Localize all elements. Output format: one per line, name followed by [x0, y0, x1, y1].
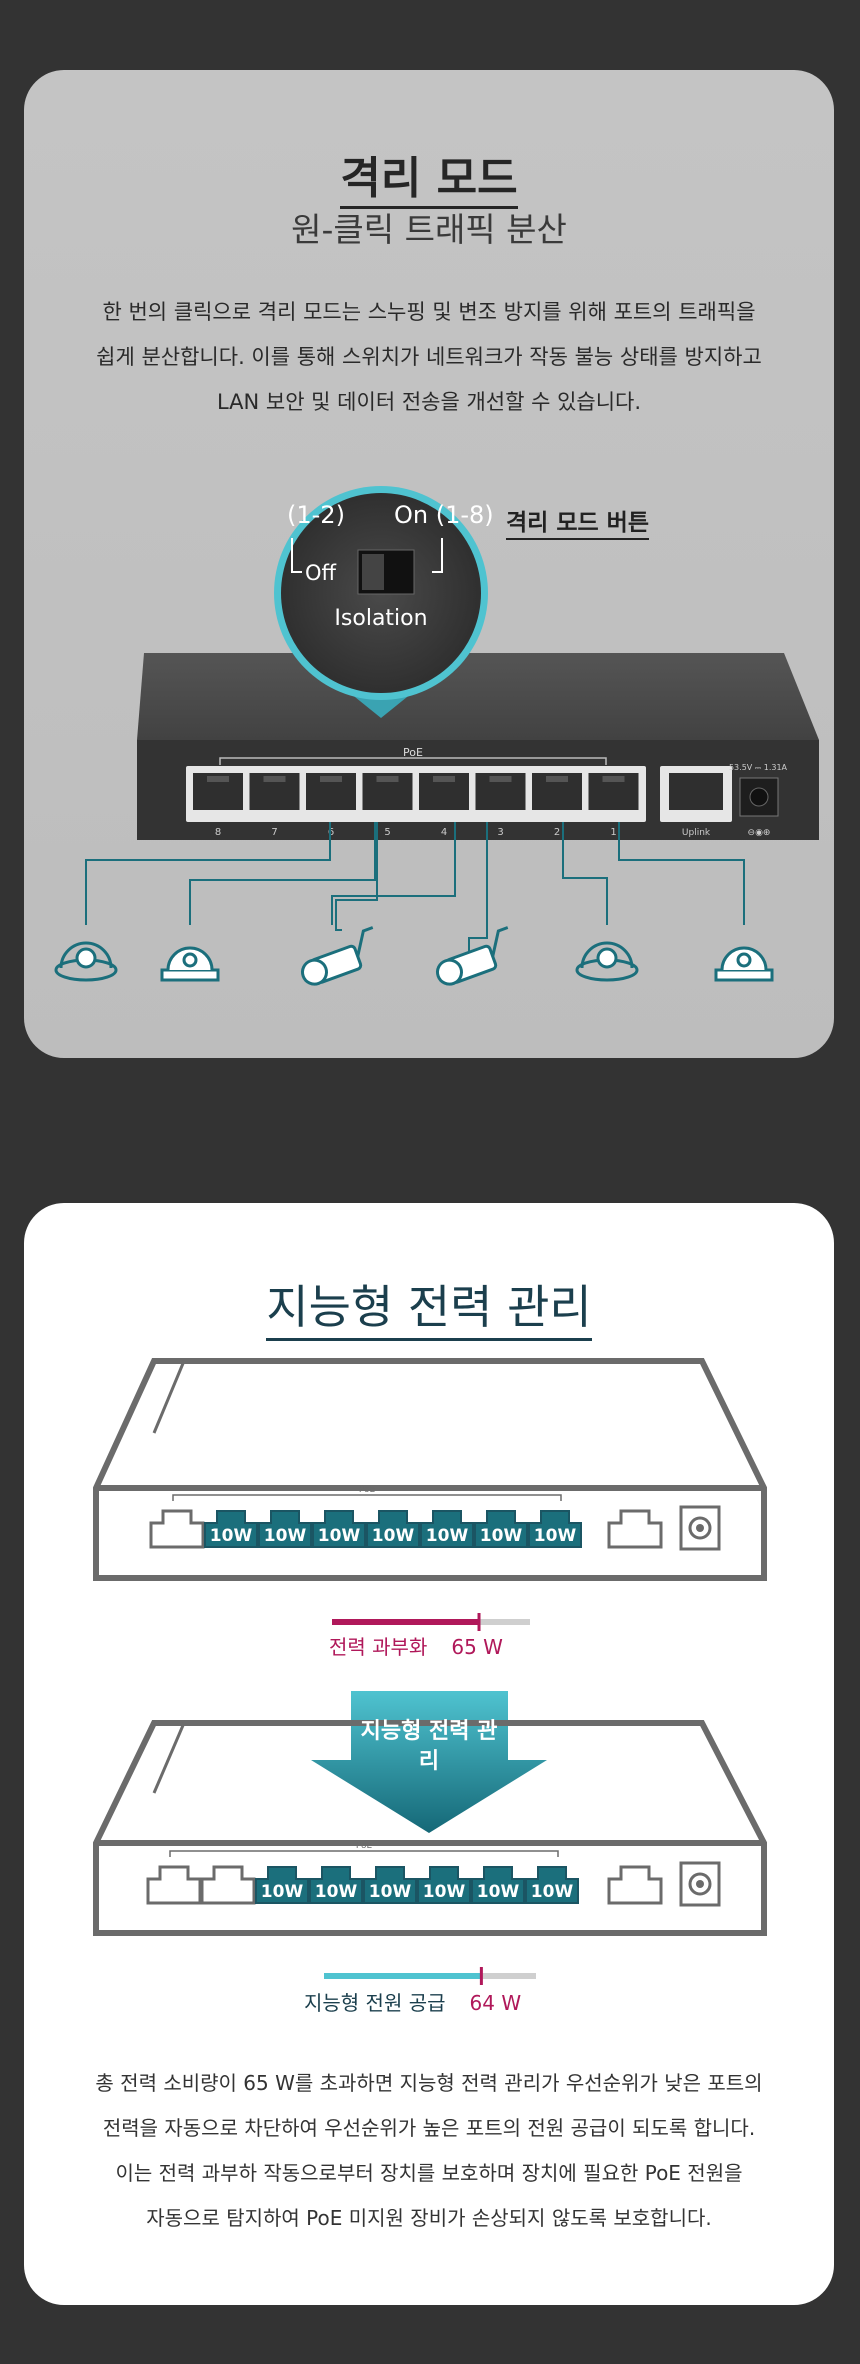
port-number: 3 — [497, 827, 503, 838]
dome-camera-icon — [160, 946, 220, 982]
switch-outline-bottom — [93, 1720, 767, 1936]
isolation-subtitle: 원-클릭 트래픽 분산 — [291, 210, 567, 249]
poe-label: PoE — [356, 1841, 373, 1851]
port-power-label: 10W — [318, 1526, 361, 1546]
poe-port — [258, 1510, 312, 1548]
dome-camera-icon — [714, 946, 774, 982]
port-block — [186, 766, 646, 822]
dome-camera-icon — [575, 941, 639, 982]
port-number: 7 — [271, 827, 277, 838]
poe-port — [420, 1510, 474, 1548]
poe-port — [525, 1866, 579, 1904]
poe-port — [417, 1866, 471, 1904]
port-power-label: 10W — [210, 1526, 253, 1546]
poe-port — [312, 1510, 366, 1548]
switch-left-label: (1-2) — [287, 501, 345, 529]
cable-lines — [85, 822, 745, 958]
port-power-label: 10W — [315, 1882, 358, 1902]
polarity-icon: ⊖◉⊕ — [748, 828, 771, 838]
bullet-camera-icon — [300, 926, 374, 986]
port-number: 2 — [554, 827, 560, 838]
power-description: 총 전력 소비량이 65 W를 초과하면 지능형 전력 관리가 우선순위가 낮은… — [95, 2071, 763, 2230]
empty-port-icon — [146, 1865, 202, 1905]
bullet-camera-icon — [435, 926, 509, 986]
poe-label: PoE — [403, 746, 423, 759]
poe-port — [255, 1866, 309, 1904]
port-number: 1 — [610, 827, 616, 838]
poe-port — [474, 1510, 528, 1548]
port-number: 4 — [441, 827, 447, 838]
port-number: 8 — [215, 827, 221, 838]
power-title: 지능형 전력 관리 — [24, 1271, 834, 1341]
uplink-port — [669, 773, 723, 810]
port-power-label: 10W — [477, 1882, 520, 1902]
poe-port — [366, 1510, 420, 1548]
overload-value: 65 W — [451, 1635, 503, 1659]
poe-bracket — [219, 757, 607, 765]
port-power-label: 10W — [534, 1526, 577, 1546]
isolation-description: 한 번의 클릭으로 격리 모드는 스누핑 및 변조 방지를 위해 포트의 트래픽… — [96, 300, 762, 414]
port-power-label: 10W — [372, 1526, 415, 1546]
isolation-button-label: 격리 모드 버튼 — [506, 503, 649, 540]
uplink-port-icon — [607, 1509, 663, 1549]
isolation-switch-knob[interactable] — [362, 554, 384, 590]
power-illustration: PoE 10W 10W 10W 10W 10W 10W 10W PoE 10W 10W 10W 10W… — [93, 1358, 767, 1985]
power-rating-label: 53.5V ⎓ 1.31A — [729, 763, 788, 772]
down-arrow — [311, 1691, 547, 1833]
uplink-port-icon — [607, 1865, 663, 1905]
port-power-label: 10W — [426, 1526, 469, 1546]
poe-port — [363, 1866, 417, 1904]
port-power-label: 10W — [480, 1526, 523, 1546]
poe-port — [471, 1866, 525, 1904]
switch-off-label: Off — [305, 561, 337, 585]
poe-bracket — [169, 1850, 559, 1857]
smart-power-arrow-label: 지능형 전력 관리 — [360, 1719, 498, 1774]
port-power-label: 10W — [423, 1882, 466, 1902]
supply-value: 64 W — [469, 1991, 522, 2015]
dome-camera-icon — [54, 941, 118, 982]
supply-bar-fill — [324, 1973, 481, 1979]
poe-label: PoE — [359, 1485, 376, 1495]
port-number: 5 — [384, 827, 390, 838]
empty-port-icon — [149, 1509, 205, 1549]
power-card: 지능형 전력 관리 PoE 10W 10W 10W 10W 10W 10W 10W PoE 10… — [24, 1203, 834, 2305]
isolation-switch-name: Isolation — [334, 606, 427, 631]
port-power-label: 10W — [369, 1882, 412, 1902]
isolation-title: 격리 모드 — [24, 142, 834, 209]
overload-bar-marker — [477, 1613, 481, 1631]
switch-outline-top — [93, 1358, 767, 1581]
overload-bar-fill — [332, 1619, 479, 1625]
switch-right-label: On (1-8) — [394, 501, 494, 529]
poe-bracket — [172, 1494, 562, 1501]
port-power-label: 10W — [264, 1526, 307, 1546]
poe-port — [528, 1510, 582, 1548]
empty-port-icon — [200, 1865, 256, 1905]
supply-bar-marker — [479, 1967, 483, 1985]
poe-port — [309, 1866, 363, 1904]
uplink-label: Uplink — [682, 828, 711, 838]
port-power-label: 10W — [531, 1882, 574, 1902]
poe-port — [204, 1510, 258, 1548]
port-power-label: 10W — [261, 1882, 304, 1902]
isolation-card: 격리 모드 원-클릭 트래픽 분산 한 번의 클릭으로 격리 모드는 스누핑 및… — [24, 70, 834, 1058]
